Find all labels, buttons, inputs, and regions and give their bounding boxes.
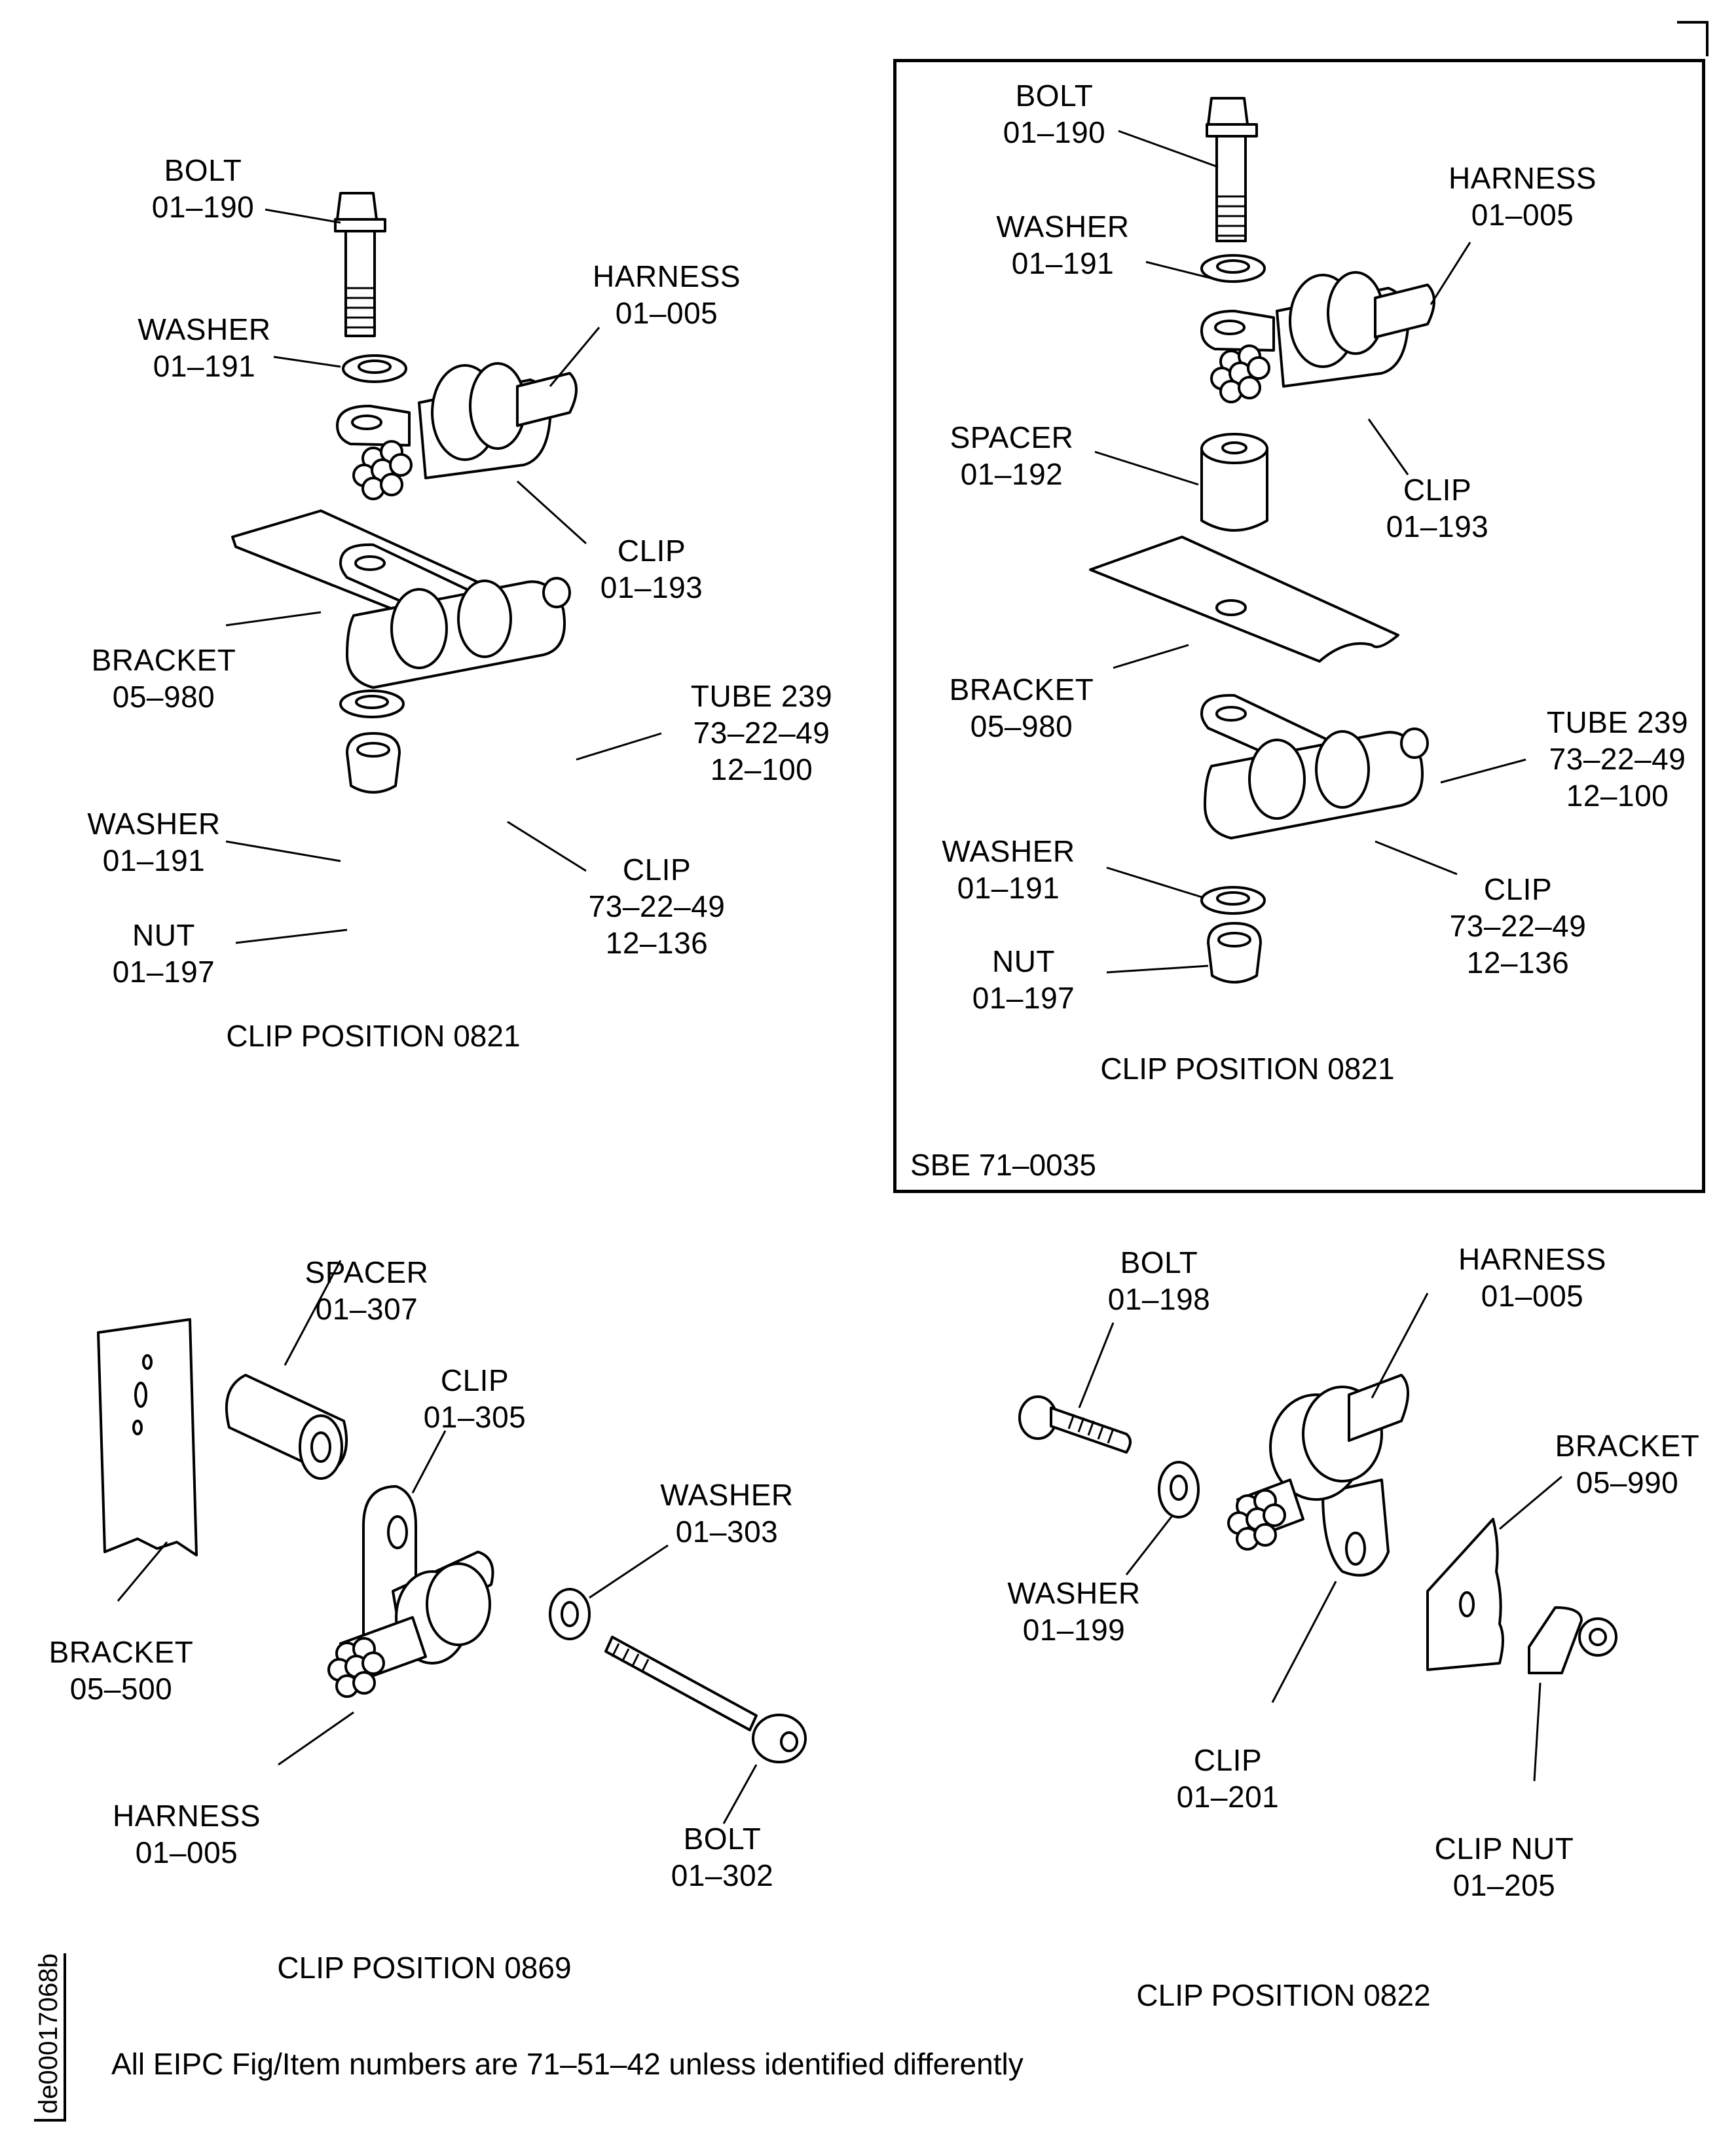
callout-bolt-01-302: BOLT 01–302 xyxy=(671,1822,774,1892)
bolt-icon xyxy=(604,1636,807,1763)
clip-nut-icon xyxy=(1528,1606,1617,1674)
callout-nut-01-197: NUT 01–197 xyxy=(972,944,1075,1015)
callout-bracket-05-500: BRACKET 05–500 xyxy=(48,1635,194,1706)
sbe-label: SBE 71–0035 xyxy=(910,1148,1096,1182)
callout-washer-01-199: WASHER 01–199 xyxy=(1007,1576,1141,1647)
nut-icon xyxy=(1207,922,1262,984)
caption-clip-position-0821-left: CLIP POSITION 0821 xyxy=(226,1019,521,1053)
callout-tube-239: TUBE 239 73–22–49 12–100 xyxy=(1546,705,1689,813)
caption-clip-position-0822: CLIP POSITION 0822 xyxy=(1136,1978,1431,2012)
document-id: de00017068b xyxy=(34,1953,66,2122)
washer-lower-icon xyxy=(339,690,405,718)
caption-clip-position-0869: CLIP POSITION 0869 xyxy=(277,1951,572,1985)
washer-lower-icon xyxy=(1200,886,1266,915)
callout-washer-01-191: WASHER 01–191 xyxy=(996,210,1130,280)
callout-washer-01-303: WASHER 01–303 xyxy=(660,1478,794,1549)
callout-washer-01-191-lower: WASHER 01–191 xyxy=(87,807,221,877)
callout-harness-01-005: HARNESS 01–005 xyxy=(1449,161,1597,232)
assembly-0822 xyxy=(1018,1293,1617,1782)
clip-icon xyxy=(1227,1374,1409,1577)
callout-spacer-01-307: SPACER 01–307 xyxy=(305,1255,429,1326)
corner-crop-mark xyxy=(1677,21,1708,56)
spacer-icon xyxy=(225,1374,348,1480)
washer-icon xyxy=(549,1588,591,1640)
assembly-0869 xyxy=(97,1260,807,1824)
spacer-icon xyxy=(1200,433,1268,532)
callout-harness-01-005: HARNESS 01–005 xyxy=(1458,1242,1606,1313)
bracket-vertical-icon xyxy=(97,1318,198,1556)
callout-bolt-01-190: BOLT 01–190 xyxy=(1003,79,1106,149)
callout-clip-73-22-49: CLIP 73–22–49 12–136 xyxy=(588,853,726,960)
callout-clip-nut-01-205: CLIP NUT 01–205 xyxy=(1434,1831,1574,1902)
callout-clip-01-193: CLIP 01–193 xyxy=(1386,473,1489,543)
sbe-frame xyxy=(893,59,1705,1193)
callout-clip-01-193: CLIP 01–193 xyxy=(600,534,703,604)
harness-clip-icon xyxy=(1200,271,1435,403)
bolt-icon xyxy=(334,192,386,337)
callout-clip-01-305: CLIP 01–305 xyxy=(423,1363,526,1434)
bracket-plate-icon xyxy=(1089,536,1399,663)
callout-spacer-01-192: SPACER 01–192 xyxy=(950,420,1074,491)
assembly-0821-right xyxy=(1089,97,1526,984)
callout-harness-01-005: HARNESS 01–005 xyxy=(113,1799,261,1869)
callout-bracket-05-980: BRACKET 05–980 xyxy=(91,643,236,714)
footer-note: All EIPC Fig/Item numbers are 71–51–42 u… xyxy=(111,2047,1024,2081)
assembly-0821-left xyxy=(225,192,662,944)
harness-clip-icon xyxy=(336,362,578,500)
callout-washer-01-191: WASHER 01–191 xyxy=(138,312,271,383)
callout-nut-01-197: NUT 01–197 xyxy=(112,918,215,989)
callout-tube-239: TUBE 239 73–22–49 12–100 xyxy=(690,679,833,786)
callout-clip-01-201: CLIP 01–201 xyxy=(1176,1743,1280,1814)
tube-clip-icon xyxy=(1200,693,1429,839)
washer-icon xyxy=(342,354,407,383)
callout-clip-73-22-49: CLIP 73–22–49 12–136 xyxy=(1449,872,1587,980)
bolt-icon xyxy=(1018,1395,1132,1454)
callout-bolt-01-190: BOLT 01–190 xyxy=(151,153,255,224)
callout-harness-01-005: HARNESS 01–005 xyxy=(593,259,741,330)
bracket-plate-icon xyxy=(1426,1518,1504,1671)
washer-icon xyxy=(1158,1461,1200,1518)
tube-clip-icon xyxy=(339,543,571,689)
caption-clip-position-0821-right: CLIP POSITION 0821 xyxy=(1100,1052,1395,1086)
callout-bracket-05-980: BRACKET 05–980 xyxy=(949,672,1094,743)
callout-washer-01-191-lower: WASHER 01–191 xyxy=(942,834,1075,905)
washer-icon xyxy=(1200,254,1266,283)
bolt-icon xyxy=(1206,97,1258,242)
clip-icon xyxy=(327,1485,494,1698)
callout-bolt-01-198: BOLT 01–198 xyxy=(1107,1245,1211,1316)
nut-icon xyxy=(346,732,401,794)
callout-bracket-05-990: BRACKET 05–990 xyxy=(1555,1429,1700,1499)
